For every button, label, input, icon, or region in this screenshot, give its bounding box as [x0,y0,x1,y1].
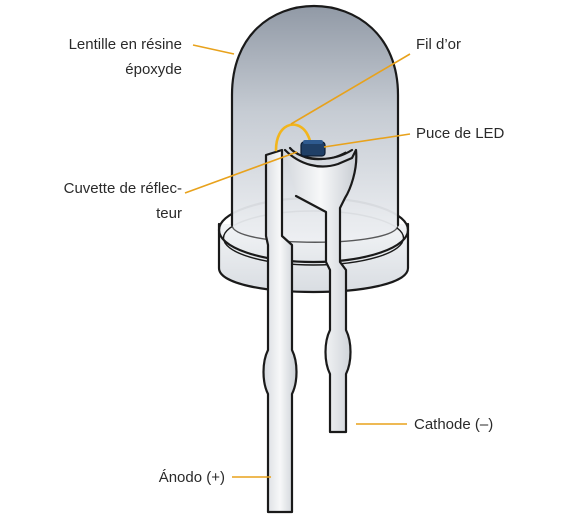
anode-lead [262,148,298,514]
callout-lens [192,44,235,55]
callout-reflector [184,151,298,194]
label-lens-line2: époxyde [125,61,182,78]
callout-gold-wire [290,53,411,125]
label-cathode: Cathode (–) [414,416,493,433]
label-gold-wire: Fil d’or [416,36,461,53]
label-led-chip: Puce de LED [416,125,505,142]
label-reflector-line2: teur [156,205,182,222]
label-anode: Ánodo (+) [159,469,225,486]
led-chip [300,140,326,157]
label-reflector-line1: Cuvette de réflec- [64,180,182,197]
reflector-cup [288,146,354,161]
callout-lines [184,44,411,478]
label-lens-line1: Lentille en résine [69,36,182,53]
callout-led-chip [323,133,411,148]
cathode-lead [283,148,358,434]
